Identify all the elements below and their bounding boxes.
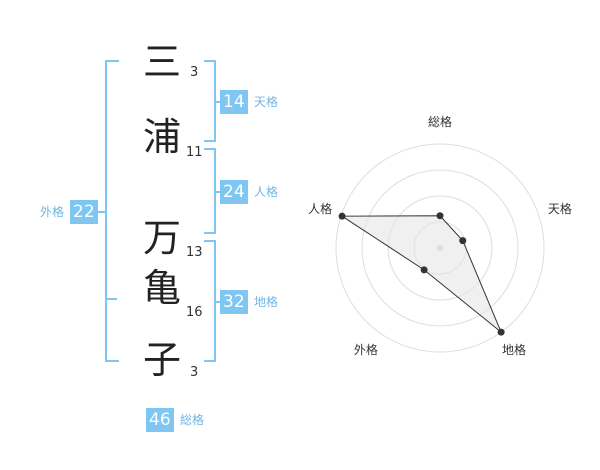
- gaikaku-badge: 22: [70, 200, 98, 224]
- radar-axis-label-2: 天格: [548, 201, 572, 216]
- chikaku-label: 地格: [254, 295, 279, 309]
- name-char-5: 子: [142, 338, 181, 382]
- stroke-count-5: 3: [190, 365, 199, 380]
- stroke-count-1: 3: [190, 65, 199, 80]
- stroke-count-3: 13: [186, 245, 203, 260]
- radar-ring: [387, 195, 493, 301]
- jinkaku-badge: 24: [220, 180, 248, 204]
- radar-ring: [335, 143, 545, 353]
- gaikaku-bracket-divider: [105, 298, 117, 300]
- chikaku-bracket-tick: [214, 301, 220, 303]
- radar-point-2: [459, 237, 467, 245]
- jinkaku-label: 人格: [254, 185, 279, 199]
- name-char-1: 三: [142, 40, 181, 84]
- soukaku-label: 総格: [180, 413, 205, 427]
- gaikaku-bracket: [105, 60, 119, 362]
- radar-point-4: [420, 266, 428, 274]
- name-char-2: 浦: [142, 115, 181, 159]
- chikaku-badge: 32: [220, 290, 248, 314]
- tenkaku-badge: 14: [220, 90, 248, 114]
- radar-ring: [361, 169, 519, 327]
- radar-axis-label-3: 地格: [502, 342, 526, 357]
- radar-point-1: [436, 212, 444, 220]
- radar-axis-label-5: 人格: [308, 201, 332, 216]
- gaikaku-label: 外格: [40, 205, 65, 219]
- radar-point-5: [338, 212, 346, 220]
- soukaku-badge: 46: [146, 408, 174, 432]
- stroke-count-2: 11: [186, 145, 203, 160]
- radar-point-3: [497, 328, 505, 336]
- name-char-4: 亀: [142, 266, 181, 310]
- jinkaku-bracket-tick: [214, 191, 220, 193]
- radar-axis-label-1: 総格: [428, 114, 452, 129]
- name-char-3: 万: [142, 216, 181, 260]
- radar-axis-label-4: 外格: [354, 342, 378, 357]
- tenkaku-label: 天格: [254, 95, 279, 109]
- stroke-count-4: 16: [186, 305, 203, 320]
- radar-points: [338, 212, 505, 336]
- radar-polygon: [340, 215, 502, 333]
- gaikaku-bracket-tick: [95, 211, 105, 213]
- tenkaku-bracket-tick: [214, 101, 220, 103]
